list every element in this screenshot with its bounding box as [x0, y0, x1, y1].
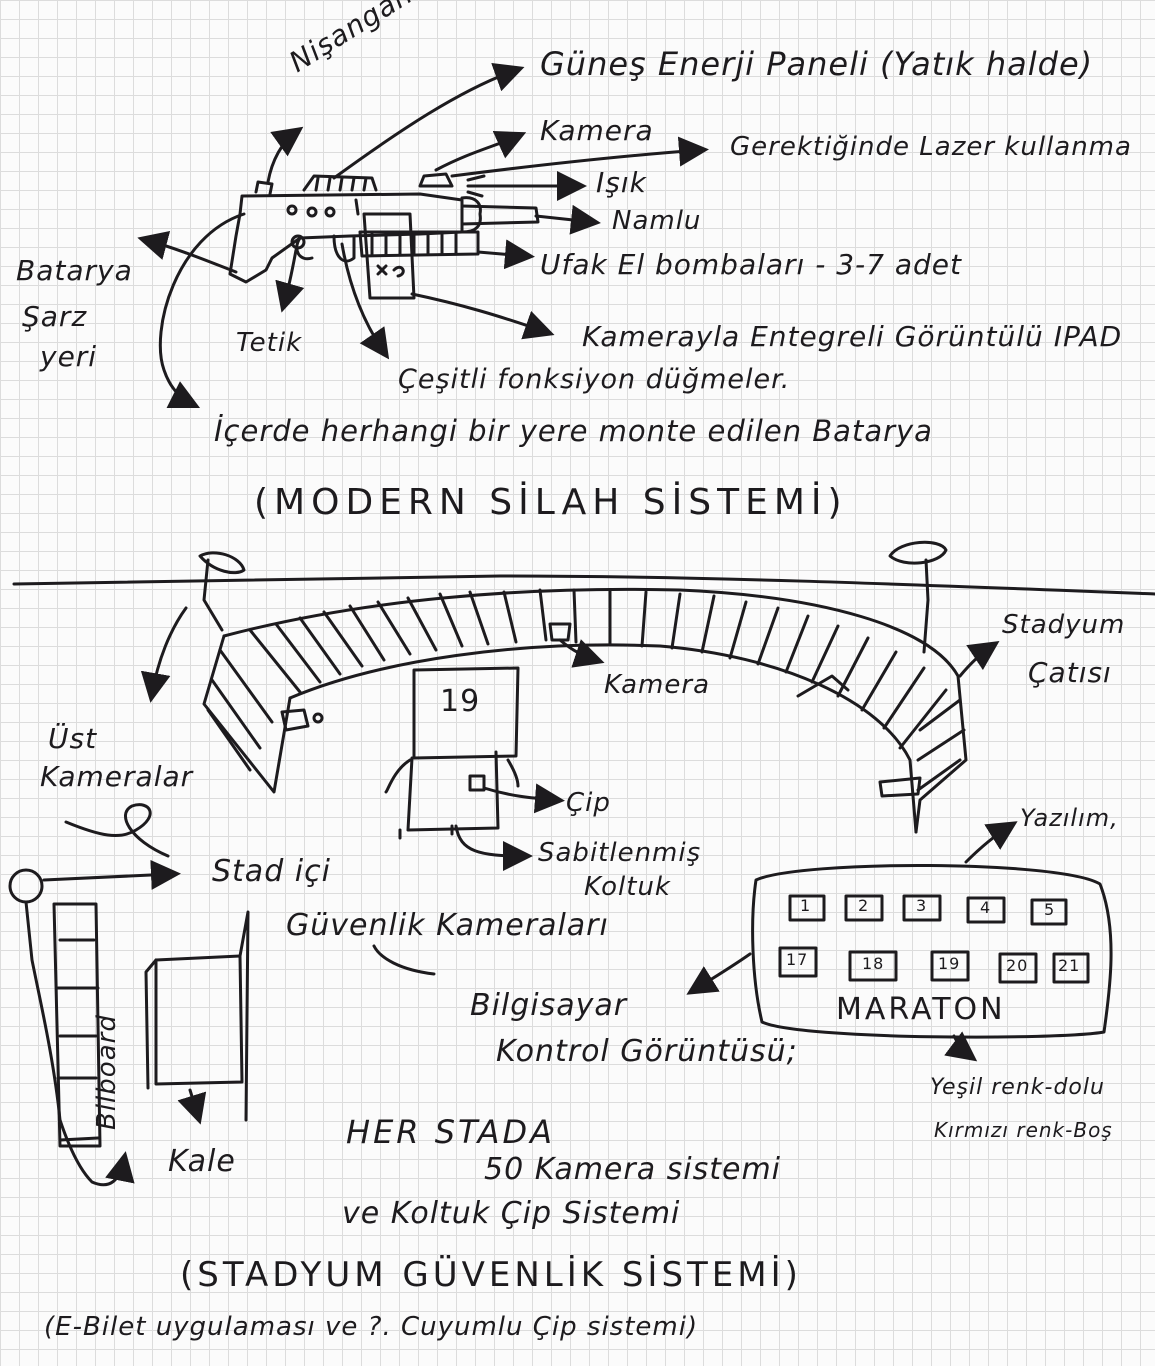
label-batarya-3: yeri	[40, 340, 98, 373]
stadium-drawing	[8, 540, 1155, 1187]
label-sabit-2: Koltuk	[584, 872, 671, 902]
label-batarya-ic: İçerde herhangi bir yere monte edilen Ba…	[214, 414, 933, 448]
label-ust-2: Kameralar	[40, 760, 194, 793]
label-catisi-2: Çatısı	[1028, 656, 1112, 689]
label-cip: Çip	[566, 788, 611, 818]
label-sabit-1: Sabitlenmiş	[538, 838, 702, 868]
label-stad-ici: Stad içi	[212, 854, 331, 889]
seat-cell: 21	[1058, 956, 1081, 975]
label-el-bombalari: Ufak El bombaları - 3-7 adet	[540, 248, 963, 281]
label-note-1: HER STADA	[346, 1113, 556, 1151]
label-tetik: Tetik	[236, 328, 303, 358]
label-note-3: ve Koltuk Çip Sistemi	[342, 1196, 681, 1231]
label-note-2: 50 Kamera sistemi	[484, 1152, 782, 1187]
caption-silah-sistemi: (MODERN SİLAH SİSTEMİ)	[254, 482, 848, 523]
label-ust-1: Üst	[48, 722, 98, 755]
label-isik: Işık	[596, 166, 647, 199]
label-guvenlik-kameralari: Güvenlik Kameraları	[286, 908, 609, 943]
label-catisi-1: Stadyum	[1002, 610, 1126, 640]
label-lazer: Gerektiğinde Lazer kullanma	[730, 132, 1132, 162]
seat-cell: 18	[862, 954, 885, 973]
seat-cell: 17	[786, 950, 809, 969]
seat-cell: 20	[1006, 956, 1029, 975]
label-seat-number: 19	[440, 684, 481, 719]
seat-cell: 5	[1044, 900, 1056, 919]
label-dugmeler: Çeşitli fonksiyon düğmeler.	[398, 364, 791, 395]
weapon-drawing	[137, 62, 709, 409]
caption-stadyum-sistemi: (STADYUM GÜVENLİK SİSTEMİ)	[180, 1255, 802, 1295]
seat-cell: 19	[938, 954, 961, 973]
label-bilgisayar-1: Bilgisayar	[470, 988, 628, 1023]
label-kamera-silah: Kamera	[540, 114, 654, 147]
seat-cell: 1	[800, 896, 812, 915]
seat-cell: 3	[916, 896, 928, 915]
seat-cell: 4	[980, 898, 992, 917]
label-yesil: Yeşil renk-dolu	[930, 1075, 1105, 1100]
label-kale: Kale	[168, 1144, 236, 1179]
label-maraton: MARATON	[836, 992, 1006, 1027]
label-yazilim: Yazılım,	[1020, 804, 1119, 832]
label-batarya-2: Şarz	[22, 300, 88, 333]
label-kirmizi: Kırmızı renk-Boş	[934, 1118, 1113, 1142]
label-namlu: Namlu	[612, 206, 702, 236]
label-ipad: Kamerayla Entegreli Görüntülü IPAD	[582, 320, 1123, 353]
label-kamera-stad: Kamera	[604, 670, 711, 700]
label-batarya-1: Batarya	[16, 254, 133, 287]
label-gunes-paneli: Güneş Enerji Paneli (Yatık halde)	[540, 45, 1094, 83]
seat-cell: 2	[858, 896, 870, 915]
label-bilboard: Bilboard	[92, 1014, 122, 1130]
label-bilgisayar-2: Kontrol Görüntüsü;	[496, 1034, 798, 1069]
caption-subcaption: (E-Bilet uygulaması ve ?. Cuyumlu Çip si…	[44, 1312, 699, 1342]
